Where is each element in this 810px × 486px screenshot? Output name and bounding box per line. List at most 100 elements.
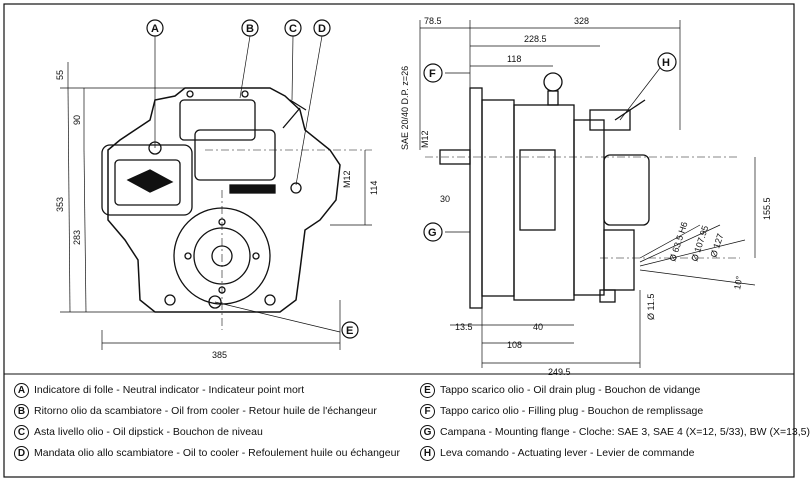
dim-40: 40	[533, 322, 543, 332]
callout-h-circle	[657, 52, 677, 72]
side-dimension-lines	[419, 20, 756, 368]
legend-item-h: H Leva comando - Actuating lever - Levie…	[420, 444, 694, 462]
callout-d-circle	[313, 19, 331, 37]
dim-78-5: 78.5	[424, 16, 442, 26]
housing-bolt	[264, 294, 276, 306]
legend-badge-c: C	[14, 424, 29, 440]
legend-text-f: Tappo carico olio - Filling plug - Bouch…	[440, 405, 704, 417]
legend-badge-d: D	[14, 445, 29, 461]
callout-d: D	[318, 23, 326, 35]
bell-housing	[481, 99, 515, 297]
legend-item-c: C Asta livello olio - Oil dipstick - Bou…	[14, 423, 263, 441]
front-view	[101, 87, 372, 330]
legend-text-a: Indicatore di folle - Neutral indicator …	[34, 384, 305, 396]
dim-155-5: 155.5	[762, 197, 772, 220]
legend-text-h: Leva comando - Actuating lever - Levier …	[440, 447, 695, 459]
callout-b: B	[246, 23, 254, 35]
callout-e: E	[346, 325, 353, 337]
legend-text-e: Tappo scarico olio - Oil drain plug - Bo…	[440, 384, 701, 396]
dim-dia-11-5: Ø 11.5	[646, 294, 656, 320]
legend-badge-g: G	[420, 424, 435, 440]
callout-f: F	[429, 68, 436, 80]
dim-m12-side: M12	[420, 130, 430, 148]
dim-30: 30	[440, 194, 450, 204]
legend-text-c: Asta livello olio - Oil dipstick - Bouch…	[34, 426, 263, 438]
output-flange-side	[603, 229, 635, 291]
dim-328: 328	[574, 16, 589, 26]
dim-dia-107-95: Ø 107.95	[689, 224, 710, 262]
flange-bolt-hole	[252, 252, 260, 260]
callout-a-circle	[146, 19, 164, 37]
main-body	[513, 104, 575, 301]
legend-text-b: Ritorno olio da scambiatore - Oil from c…	[34, 405, 377, 417]
callout-f-circle	[423, 63, 443, 83]
leader-dia	[639, 239, 746, 267]
callout-g-circle	[423, 222, 443, 242]
valve-plate	[114, 159, 181, 206]
valve-block	[101, 144, 193, 216]
legend-badge-f: F	[420, 403, 435, 419]
front-dimension-lines	[60, 35, 372, 350]
dim-line-283	[83, 149, 87, 313]
dim-line-353	[67, 87, 71, 313]
dim-228-5: 228.5	[524, 34, 547, 44]
dim-353: 353	[55, 197, 65, 212]
side-dimension-labels: 78.5 328 228.5 118 SAE 20/40 D.P. z=26 M…	[400, 16, 772, 377]
dim-118: 118	[507, 54, 521, 64]
drawing-canvas: 55 90 353 283 385 114 M12 A B C D E	[3, 3, 795, 478]
upper-cover	[179, 99, 256, 141]
logo-emblem	[126, 169, 174, 193]
actuating-lever-base	[589, 109, 631, 131]
valve-housing	[603, 154, 650, 226]
legend-badge-e: E	[420, 382, 435, 398]
housing-bolt	[164, 294, 176, 306]
dim-90: 90	[72, 115, 82, 125]
flange-bolt-hole	[184, 252, 192, 260]
legend-item-f: F Tappo carico olio - Filling plug - Bou…	[420, 402, 703, 420]
sheet-border	[3, 3, 795, 478]
dim-angle-10: 10°	[732, 275, 744, 291]
legend-item-e: E Tappo scarico olio - Oil drain plug - …	[420, 381, 700, 399]
legend-badge-h: H	[420, 445, 435, 461]
legend-item-g: G Campana - Mounting flange - Cloche: SA…	[420, 423, 810, 441]
housing-bolt	[241, 90, 249, 98]
leader-d	[295, 35, 323, 186]
rear-body	[573, 119, 605, 296]
actuating-lever	[614, 99, 646, 121]
drain-plug-side	[599, 289, 616, 303]
legend-badge-b: B	[14, 403, 29, 419]
dim-55: 55	[55, 70, 65, 80]
leader-h	[619, 67, 661, 121]
nameplate	[229, 184, 276, 194]
mounting-flange	[469, 87, 483, 309]
legend-item-d: D Mandata olio allo scambiatore - Oil to…	[14, 444, 400, 462]
dim-13-5: 13.5	[455, 322, 473, 332]
callout-c: C	[289, 23, 297, 35]
front-callouts: A B C D E	[146, 19, 359, 339]
leader-dia	[639, 224, 721, 263]
leader-dia	[639, 224, 701, 259]
body-window	[519, 149, 556, 231]
filling-plug	[547, 90, 559, 106]
dim-108: 108	[507, 340, 522, 350]
front-housing-outline	[107, 87, 341, 313]
technical-drawing-sheet: 55 90 353 283 385 114 M12 A B C D E	[3, 3, 810, 478]
leader-c	[291, 35, 294, 101]
callout-c-circle	[284, 19, 302, 37]
dim-249-5: 249.5	[548, 367, 571, 377]
dim-sae-spline: SAE 20/40 D.P. z=26	[400, 66, 410, 150]
legend-item-b: B Ritorno olio da scambiatore - Oil from…	[14, 402, 377, 420]
callout-b-circle	[241, 19, 259, 37]
control-cover	[194, 129, 276, 181]
drain-plug	[208, 295, 222, 309]
callout-a: A	[151, 23, 159, 35]
dim-114: 114	[369, 181, 379, 195]
dim-dia-63-5: Ø 63.5 H6	[667, 221, 689, 263]
legend-text-g: Campana - Mounting flange - Cloche: SAE …	[440, 426, 810, 438]
side-callouts: F G H	[423, 52, 677, 242]
leader-e	[214, 301, 341, 333]
dim-283: 283	[72, 230, 82, 245]
front-dimension-labels: 55 90 353 283 385 114 M12	[55, 70, 379, 360]
side-view	[425, 72, 740, 309]
legend-item-a: A Indicatore di folle - Neutral indicato…	[14, 381, 304, 399]
